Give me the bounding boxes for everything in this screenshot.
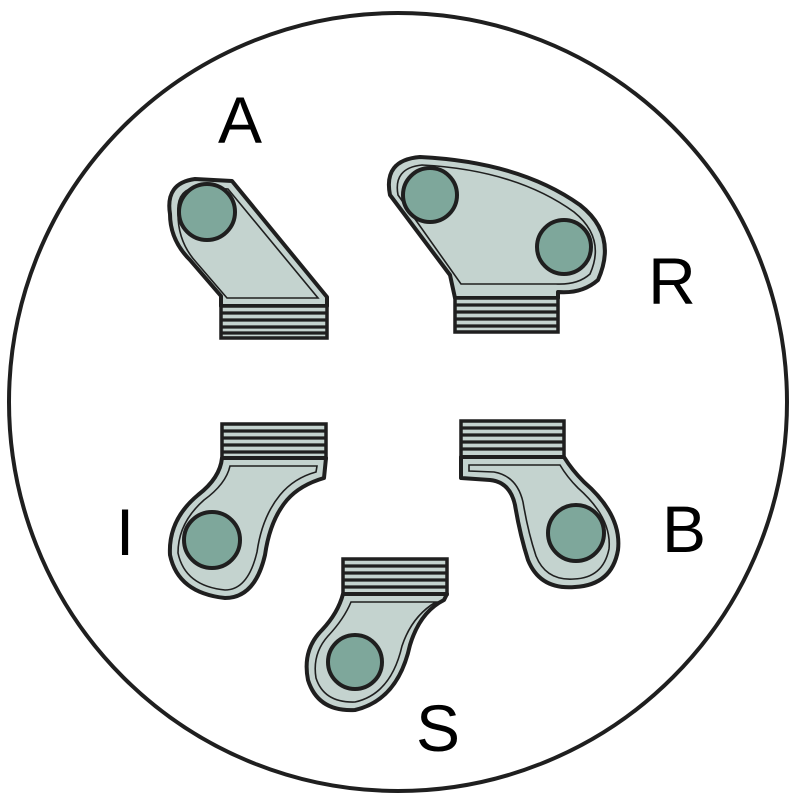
terminal-a-tab-ridges — [221, 311, 327, 335]
terminal-r-screw-hole-2 — [535, 218, 593, 276]
terminal-a-inner-outline — [177, 186, 320, 299]
label-s: S — [416, 691, 460, 765]
terminal-a — [167, 177, 329, 340]
terminal-r-inner-outline — [396, 164, 597, 285]
terminal-i-tab-ridges — [222, 429, 326, 454]
terminal-s-screw-hole — [326, 633, 384, 691]
terminal-r-screw-hole-1 — [401, 166, 459, 224]
terminal-s-tab — [341, 557, 449, 596]
terminal-b-screw-hole — [546, 503, 606, 563]
label-r: R — [648, 244, 696, 318]
label-i: I — [116, 495, 134, 569]
terminal-s-inner-outline — [314, 601, 439, 703]
terminal-b-tab-ridges — [461, 426, 564, 451]
terminal-i-inner-outline — [177, 465, 318, 591]
terminal-i-screw-hole — [182, 510, 242, 570]
terminal-s-tab-ridges — [343, 564, 447, 589]
label-a: A — [218, 83, 262, 157]
terminal-i — [167, 422, 328, 600]
terminal-r-tab-ridges — [455, 303, 558, 328]
terminal-b-inner-outline — [468, 464, 611, 580]
terminal-b — [459, 419, 621, 590]
terminal-r — [386, 155, 607, 334]
terminal-s — [304, 557, 449, 713]
terminal-a-screw-hole — [177, 182, 237, 242]
label-b: B — [662, 492, 706, 566]
